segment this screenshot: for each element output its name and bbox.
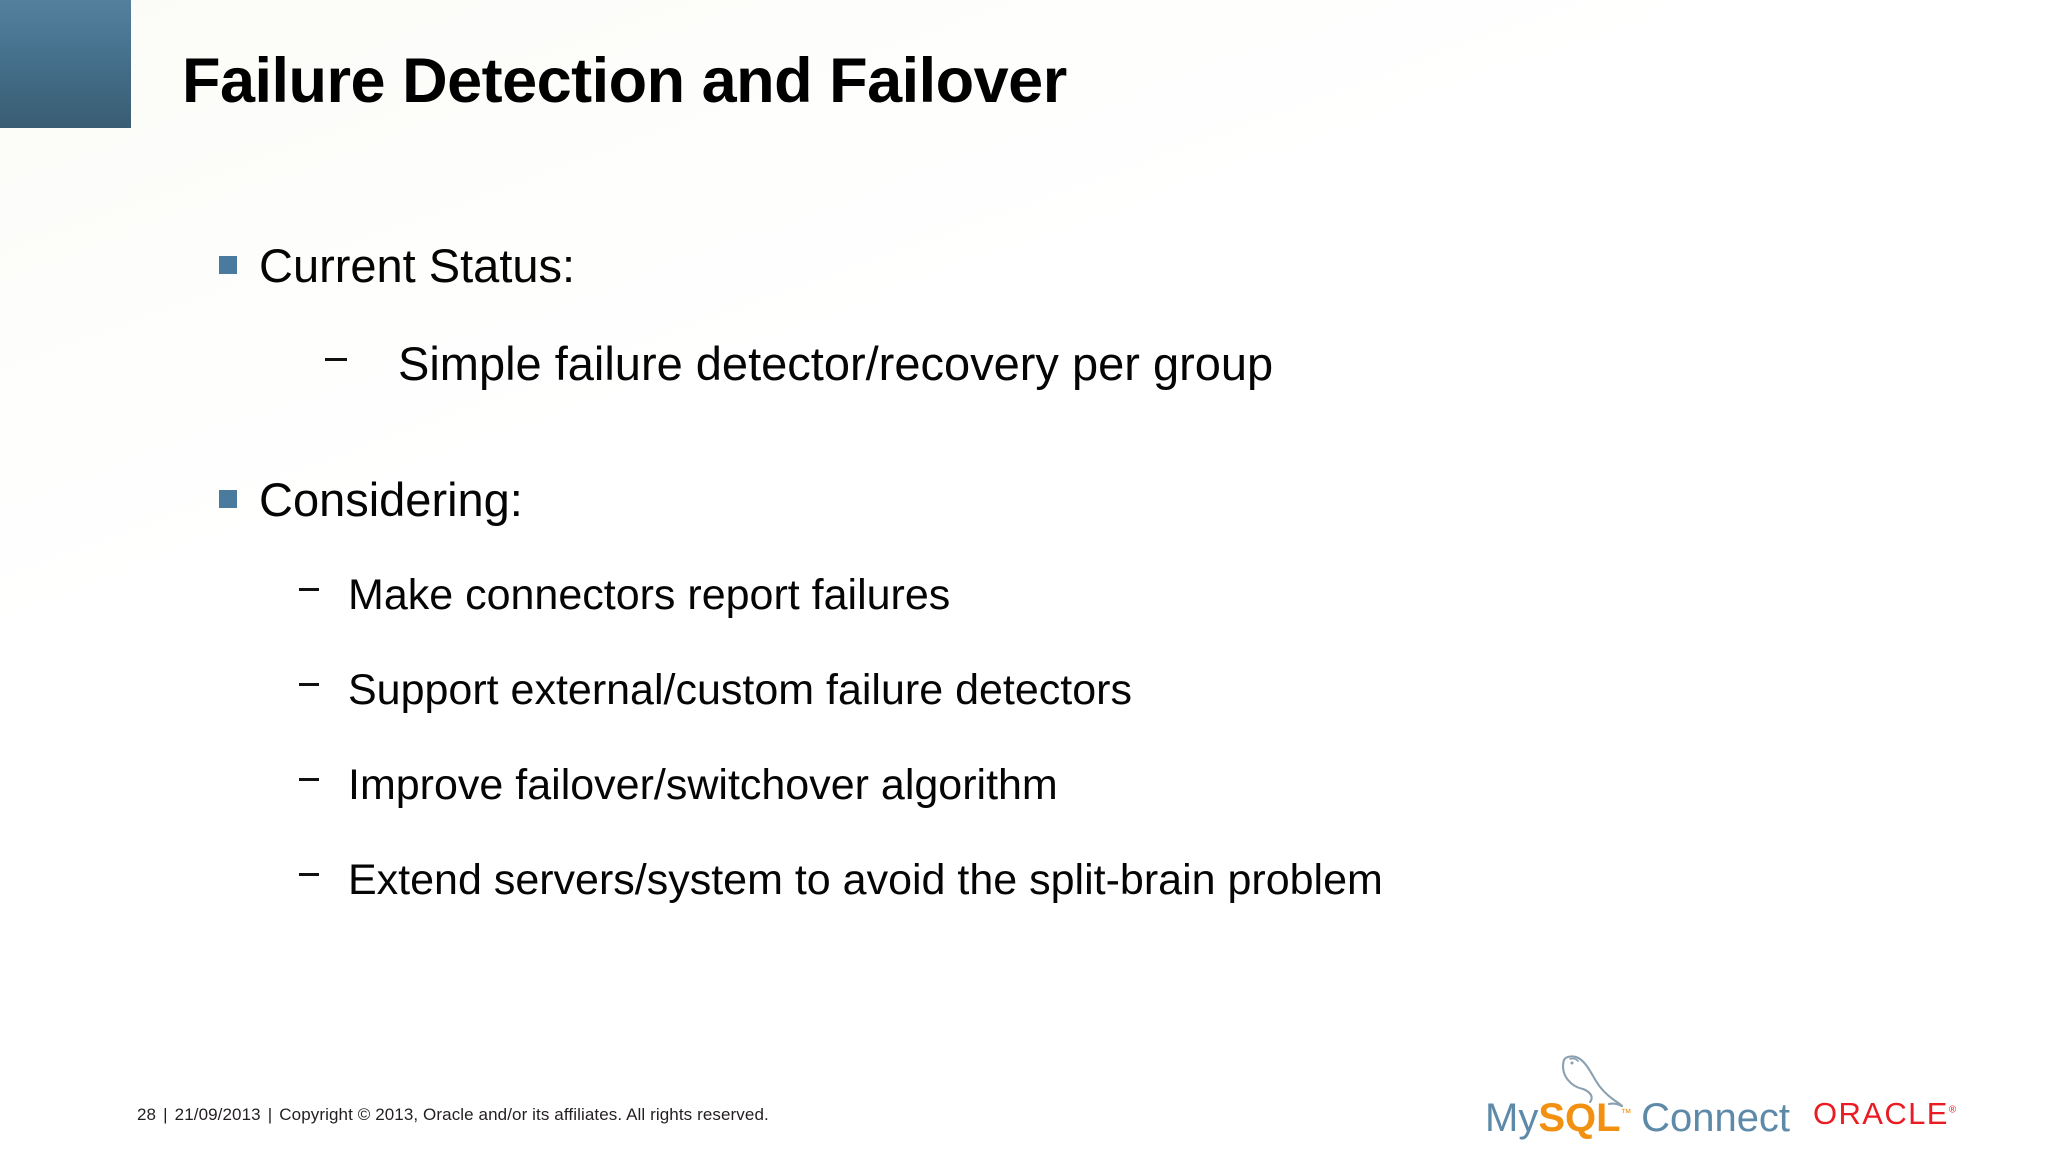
bullet-level2: Make connectors report failures xyxy=(0,548,2048,643)
footer-date: 21/09/2013 xyxy=(174,1105,261,1124)
section-spacer xyxy=(0,414,2048,452)
mysql-sql-text: SQL xyxy=(1538,1096,1621,1140)
bullet-level2-label: Support external/custom failure detector… xyxy=(348,665,1132,714)
mysql-dolphin-icon xyxy=(1562,1055,1624,1108)
en-dash-bullet-icon xyxy=(299,778,319,781)
bullet-level1-label: Current Status: xyxy=(259,239,576,293)
bullet-level1: Considering: xyxy=(0,452,2048,548)
bullet-level2: Simple failure detector/recovery per gro… xyxy=(0,314,2048,414)
bullet-level1-label: Considering: xyxy=(259,473,523,527)
bullet-level2-label: Extend servers/system to avoid the split… xyxy=(348,855,1383,904)
bullet-level2-label: Make connectors report failures xyxy=(348,570,951,619)
mysql-connect-wordmark: MySQL™ Connect xyxy=(1485,1098,1790,1138)
bullet-level2-label: Simple failure detector/recovery per gro… xyxy=(398,337,1274,391)
en-dash-bullet-icon xyxy=(299,683,319,686)
oracle-wordmark-text: ORACLE xyxy=(1813,1096,1949,1131)
bullet-level2: Improve failover/switchover algorithm xyxy=(0,738,2048,833)
bullet-level1: Current Status: xyxy=(0,218,2048,314)
oracle-logo: ORACLE® xyxy=(1813,1098,2013,1134)
mysql-trademark-symbol: ™ xyxy=(1620,1107,1633,1120)
mysql-connect-logo: MySQL™ Connect xyxy=(1485,1055,1790,1140)
square-bullet-icon xyxy=(219,256,237,274)
footer-separator-2: | xyxy=(267,1105,273,1124)
slide-body: Current Status: Simple failure detector/… xyxy=(0,218,2048,928)
footer-copyright: Copyright © 2013, Oracle and/or its affi… xyxy=(279,1105,769,1124)
mysql-connect-text: Connect xyxy=(1641,1096,1791,1140)
en-dash-bullet-icon xyxy=(299,588,319,591)
slide-footer: 28 | 21/09/2013 | Copyright © 2013, Oracle a… xyxy=(137,1105,769,1125)
page-title: Failure Detection and Failover xyxy=(182,46,1067,116)
bullet-level2: Extend servers/system to avoid the split… xyxy=(0,833,2048,928)
mysql-my-text: My xyxy=(1485,1096,1539,1140)
corner-accent-block xyxy=(0,0,131,128)
bullet-level2-label: Improve failover/switchover algorithm xyxy=(348,760,1058,809)
square-bullet-icon xyxy=(219,490,237,508)
bullet-level2: Support external/custom failure detector… xyxy=(0,643,2048,738)
en-dash-bullet-icon xyxy=(299,873,319,876)
oracle-registered-symbol: ® xyxy=(1948,1104,1957,1116)
oracle-wordmark: ORACLE® xyxy=(1813,1098,2013,1129)
footer-separator-1: | xyxy=(163,1105,168,1124)
slide-number: 28 xyxy=(137,1105,157,1124)
en-dash-bullet-icon xyxy=(325,358,347,361)
